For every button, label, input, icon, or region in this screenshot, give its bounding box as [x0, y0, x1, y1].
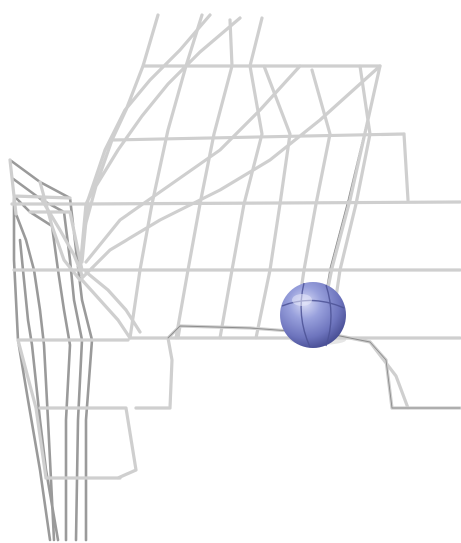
blue-sphere [280, 282, 346, 348]
sphere-body [280, 282, 346, 348]
left-tower [10, 160, 136, 540]
back-grid [12, 15, 460, 338]
lower-ledge [82, 272, 460, 408]
sphere-highlight [292, 294, 312, 306]
